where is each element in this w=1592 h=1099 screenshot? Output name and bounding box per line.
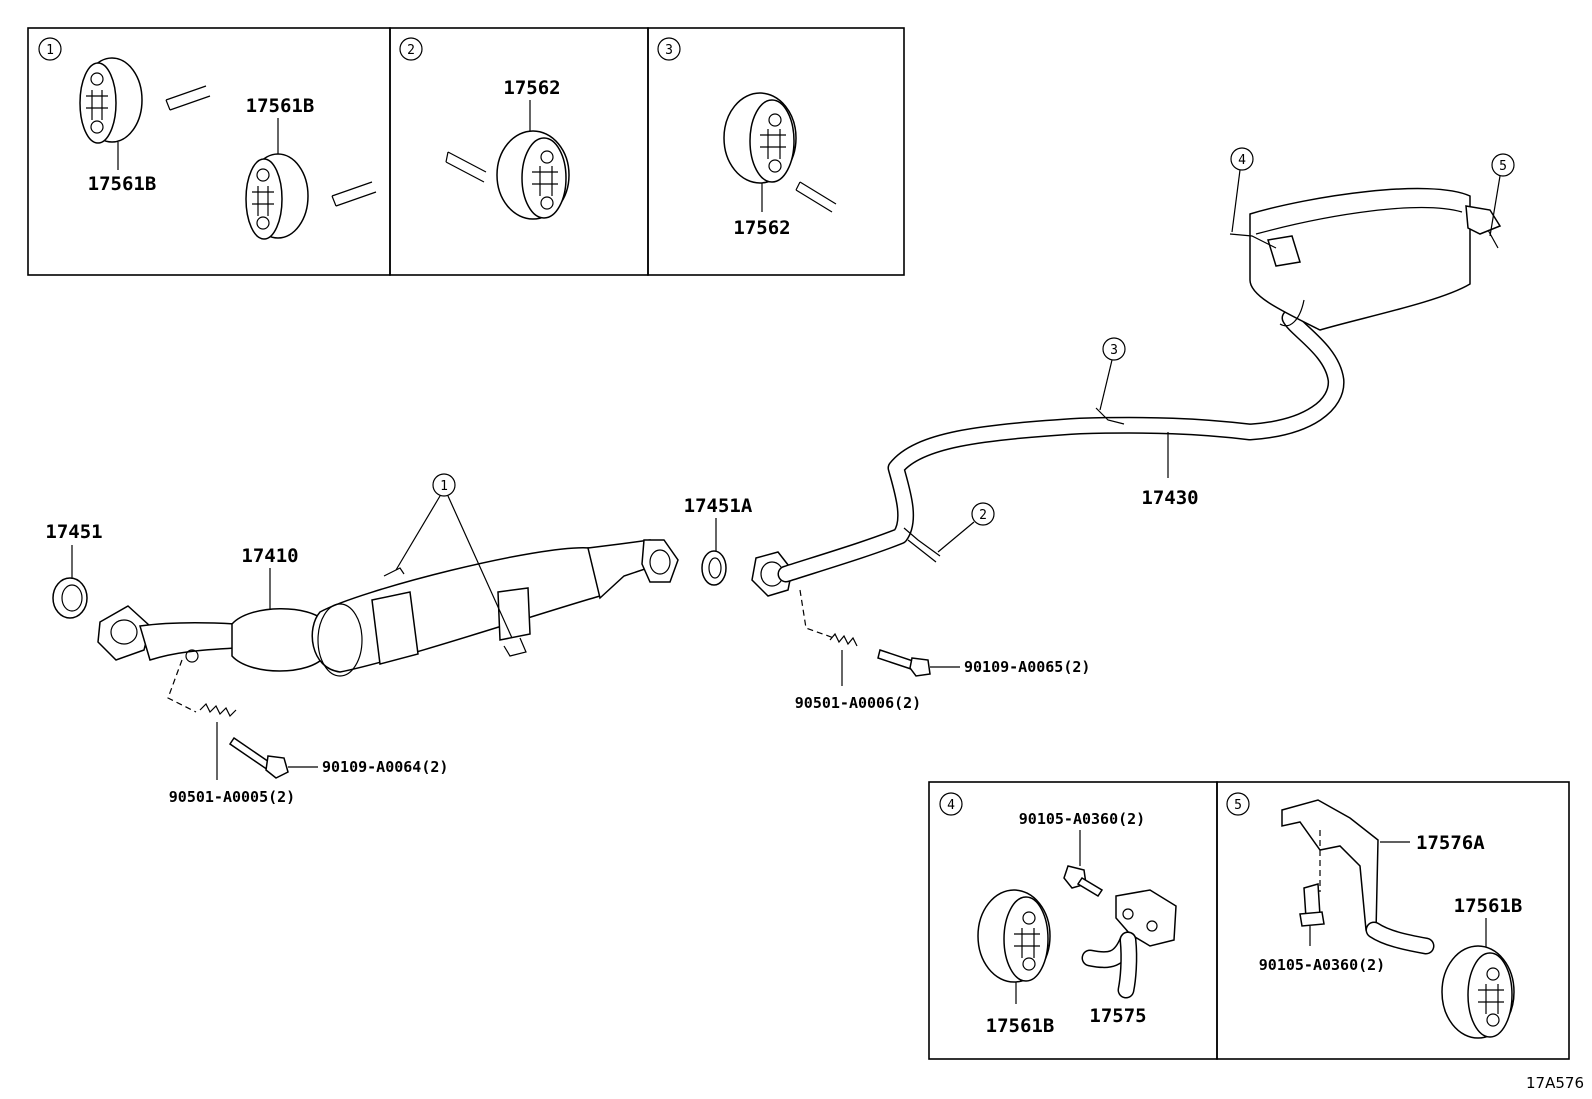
tail-pipe-muffler-17430: 17430 90501-A0006(2) 90109-A0065(2) bbox=[751, 187, 1502, 712]
inset-4-number: 4 bbox=[947, 798, 955, 813]
rubber-mount-icon bbox=[496, 130, 570, 220]
label-17451a: 17451A bbox=[684, 495, 753, 517]
inset-2-number: 2 bbox=[407, 43, 415, 58]
inset-5-label-bracket: 17576A bbox=[1416, 832, 1485, 854]
inset-1-number: 1 bbox=[46, 43, 54, 58]
rubber-mount-icon bbox=[723, 92, 797, 184]
inset-5-number: 5 bbox=[1234, 798, 1242, 813]
label-bolt-front: 90109-A0064(2) bbox=[322, 758, 448, 776]
svg-text:1: 1 bbox=[440, 479, 448, 494]
rubber-mount-icon bbox=[79, 57, 143, 144]
inset-5-label-mount: 17561B bbox=[1454, 895, 1523, 917]
label-17410: 17410 bbox=[241, 545, 298, 567]
label-17451: 17451 bbox=[45, 521, 102, 543]
inset-2-label: 17562 bbox=[503, 77, 560, 99]
label-spring-front: 90501-A0005(2) bbox=[169, 788, 295, 806]
svg-text:3: 3 bbox=[1110, 343, 1118, 358]
inset-1-label-b: 17561B bbox=[246, 95, 315, 117]
spring-icon bbox=[829, 632, 858, 647]
inset-3: 3 17562 bbox=[647, 27, 905, 276]
spring-icon bbox=[199, 702, 237, 718]
rubber-mount-icon bbox=[1441, 945, 1515, 1039]
bolt-icon bbox=[228, 736, 289, 779]
bolt-icon bbox=[1063, 865, 1104, 898]
inset-4-label-bracket: 17575 bbox=[1089, 1005, 1146, 1027]
callout-2: 2 bbox=[937, 502, 995, 553]
front-pipe-converter-17410: 17410 90501-A0005(2) bbox=[97, 539, 679, 806]
svg-text:4: 4 bbox=[1238, 153, 1246, 168]
label-spring-rear: 90501-A0006(2) bbox=[795, 694, 921, 712]
diagram-id: 17A576 bbox=[1526, 1074, 1584, 1092]
inset-1-label-a: 17561B bbox=[88, 173, 157, 195]
rubber-mount-icon bbox=[245, 153, 309, 240]
callout-5: 5 bbox=[1489, 153, 1515, 237]
bolt-icon bbox=[877, 649, 931, 677]
label-17430: 17430 bbox=[1141, 487, 1198, 509]
gasket-17451a: 17451A bbox=[684, 495, 753, 586]
inset-3-number: 3 bbox=[665, 43, 673, 58]
inset-4: 4 90105-A0360(2) 17575 17561B bbox=[928, 781, 1218, 1060]
inset-4-label-bolt: 90105-A0360(2) bbox=[1019, 810, 1145, 828]
callout-3: 3 bbox=[1099, 337, 1126, 411]
inset-1: 1 17561B 17561B bbox=[27, 27, 391, 276]
label-bolt-rear: 90109-A0065(2) bbox=[964, 658, 1090, 676]
bolt-icon bbox=[1299, 883, 1325, 927]
inset-5-label-bolt: 90105-A0360(2) bbox=[1259, 956, 1385, 974]
rubber-mount-icon bbox=[977, 889, 1051, 983]
svg-text:5: 5 bbox=[1499, 159, 1507, 174]
inset-2: 2 17562 bbox=[389, 27, 649, 276]
inset-4-label-mount: 17561B bbox=[986, 1015, 1055, 1037]
gasket-17451: 17451 bbox=[45, 521, 103, 619]
inset-3-label: 17562 bbox=[733, 217, 790, 239]
callout-1: 1 bbox=[395, 473, 513, 639]
inset-5: 5 17576A 90105-A0360(2) 17561B bbox=[1216, 781, 1570, 1060]
callout-4: 4 bbox=[1230, 147, 1254, 233]
svg-text:2: 2 bbox=[979, 508, 987, 523]
